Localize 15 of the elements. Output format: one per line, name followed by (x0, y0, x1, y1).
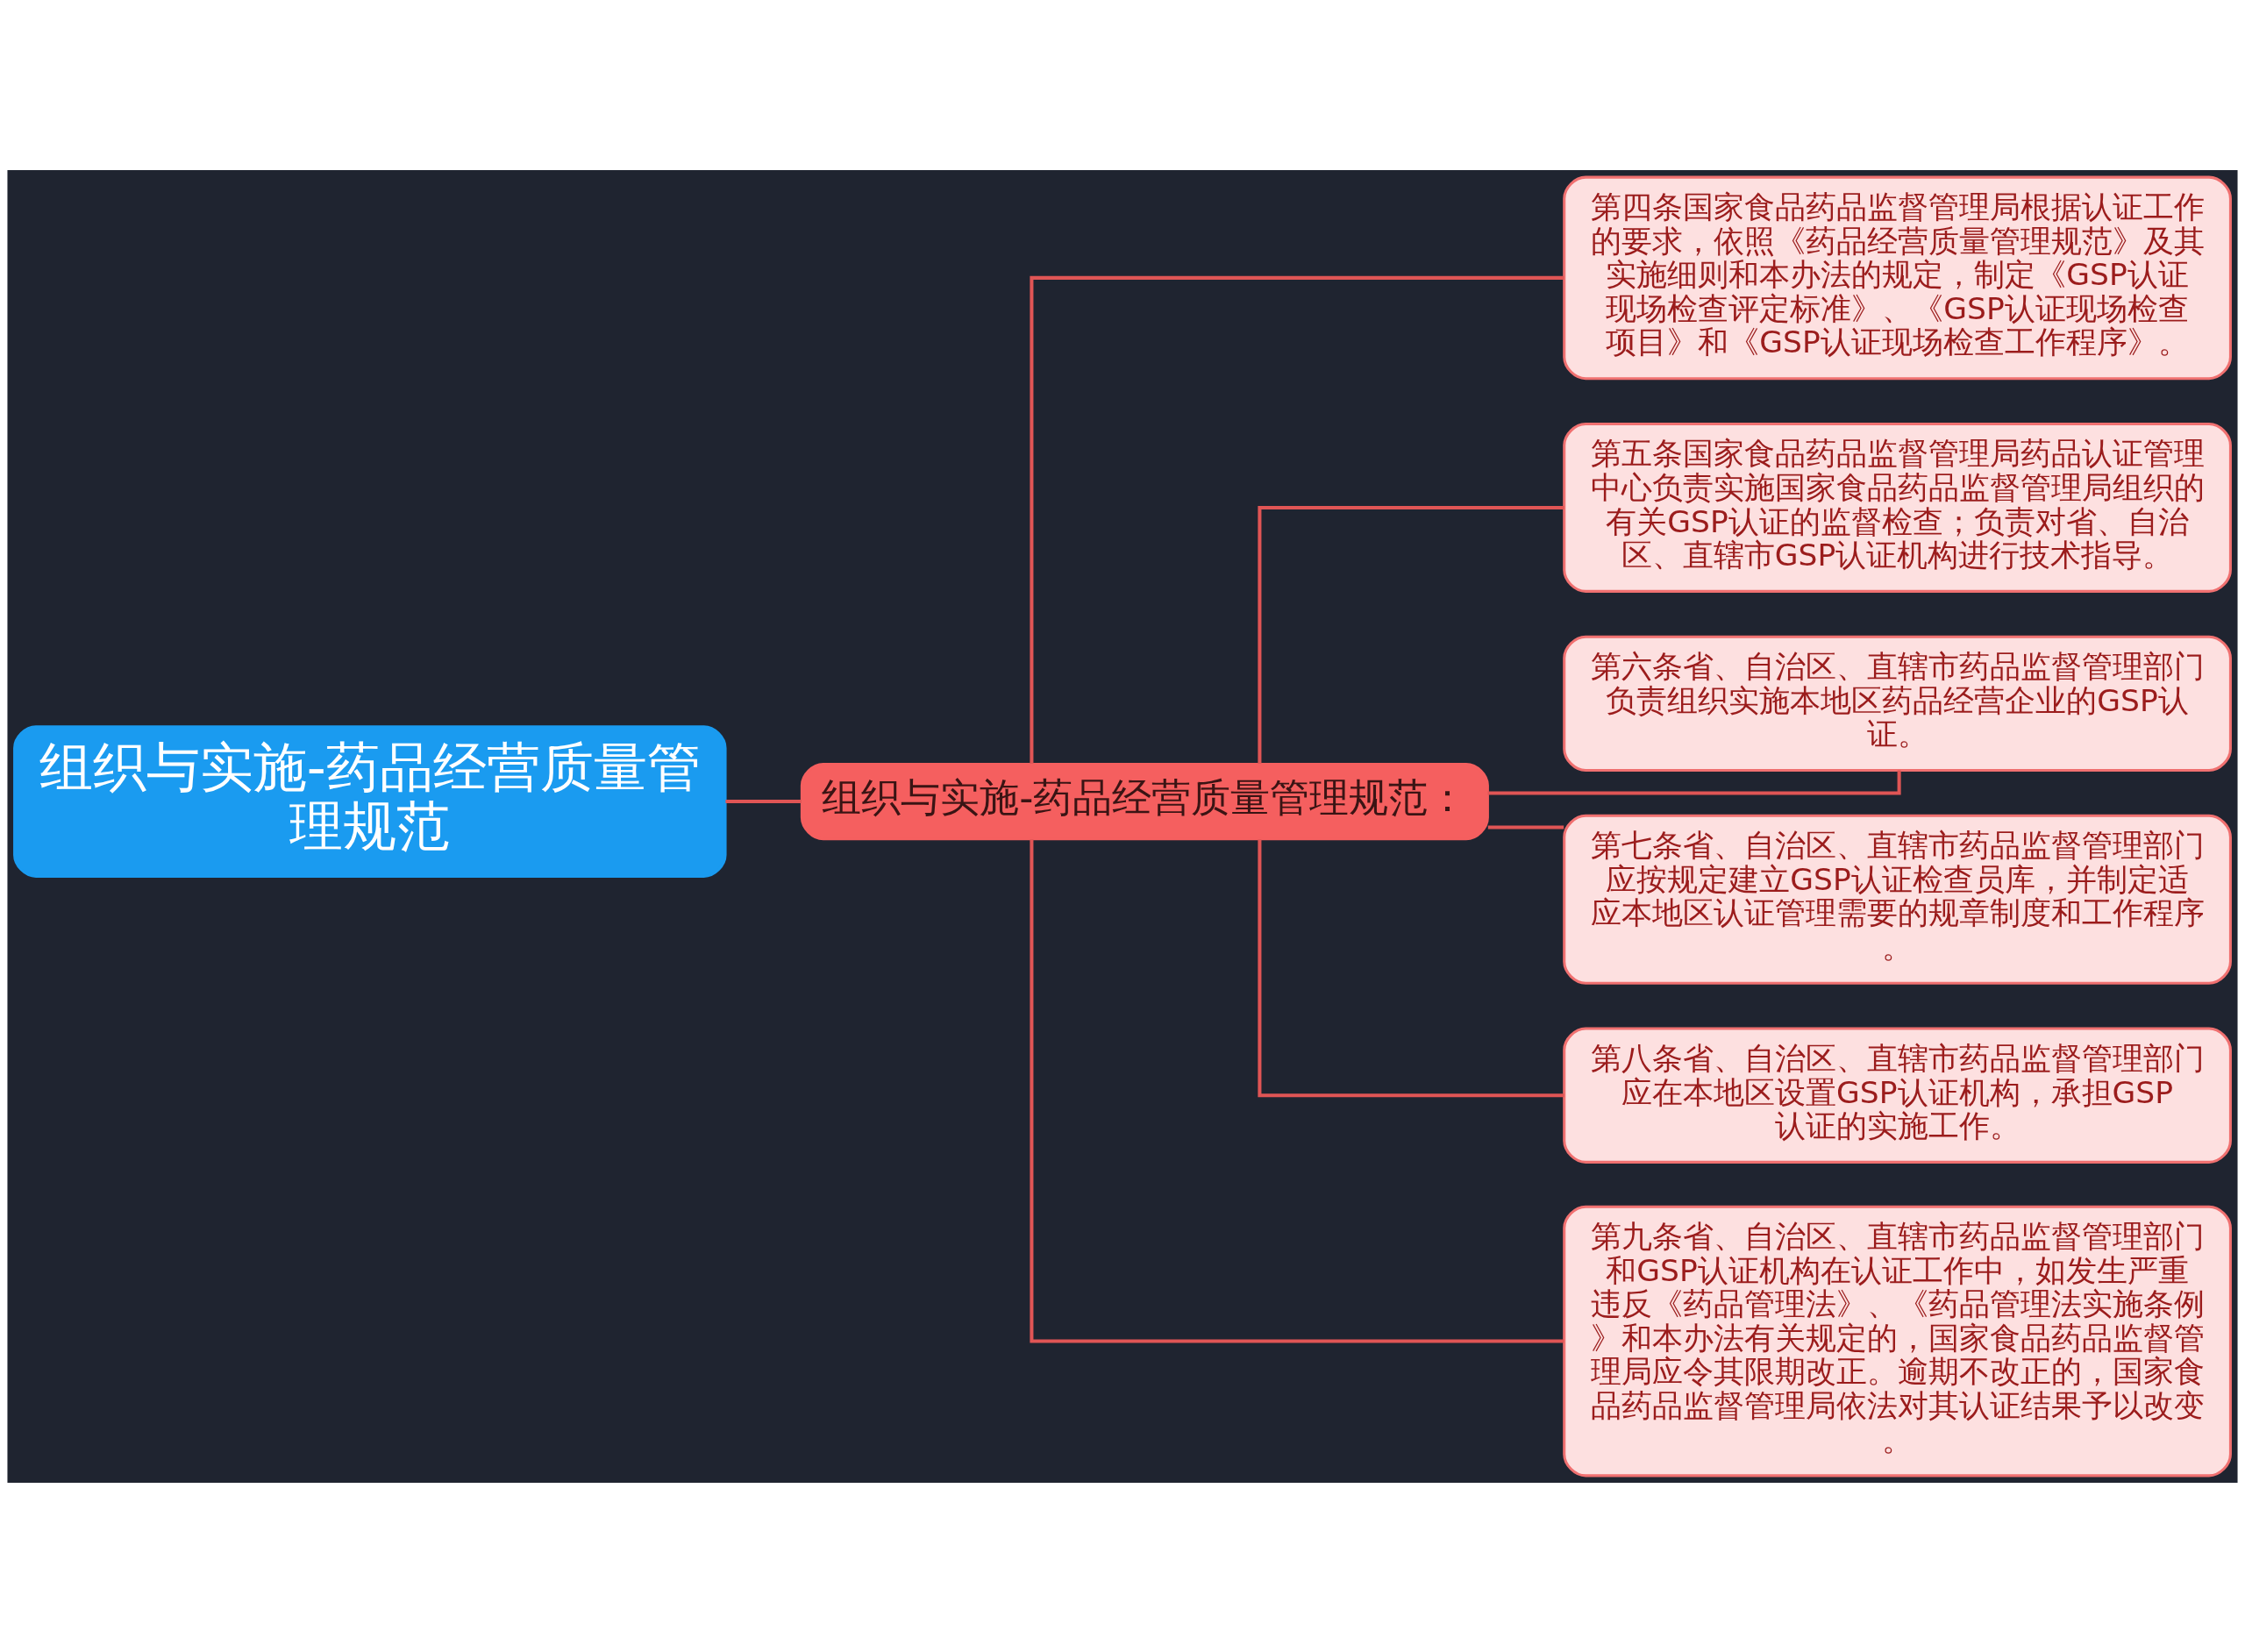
node-box: 组织与实施-药品经营质量管理规范： (800, 762, 1489, 840)
node-box: 第四条国家食品药品监督管理局根据认证工作的要求，依照《药品经营质量管理规范》及其实施细则和本办法的规定，制定《GSP认证现场检查评定标准》、《GSP认证现场检查项目》和《GSP认证现场检查工作程序》。 (1563, 175, 2232, 380)
node-box: 第六条省、自治区、直辖市药品监督管理部门负责组织实施本地区药品经营企业的GSP认证。 (1563, 635, 2232, 772)
connector (1487, 770, 1901, 794)
connector (1258, 838, 1564, 1097)
node-box: 组织与实施-药品经营质量管理规范 (13, 724, 727, 878)
node-box: 第五条国家食品药品监督管理局药品认证管理中心负责实施国家食品药品监督管理局组织的有关GSP认证的监督检查；负责对省、自治区、直辖市GSP认证机构进行技术指导。 (1563, 422, 2232, 593)
connector (1030, 275, 1564, 764)
connector (1030, 838, 1564, 1343)
node-box: 第九条省、自治区、直辖市药品监督管理部门和GSP认证机构在认证工作中，如发生严重违反《药品管理法》、《药品管理法实施条例》和本办法有关规定的，国家食品药品监督管理局应令其限期改正。逾期不改正的，国家食品药品监督管理局依法对其认证结果予以改变。 (1563, 1205, 2232, 1477)
connector (725, 799, 802, 803)
connector (1487, 825, 1564, 830)
node-box: 第八条省、自治区、直辖市药品监督管理部门应在本地区设置GSP认证机构，承担GSP认证的实施工作。 (1563, 1027, 2232, 1164)
connector (1258, 505, 1564, 764)
node-box: 第七条省、自治区、直辖市药品监督管理部门应按规定建立GSP认证检查员库，并制定适应本地区认证管理需要的规章制度和工作程序。 (1563, 814, 2232, 985)
